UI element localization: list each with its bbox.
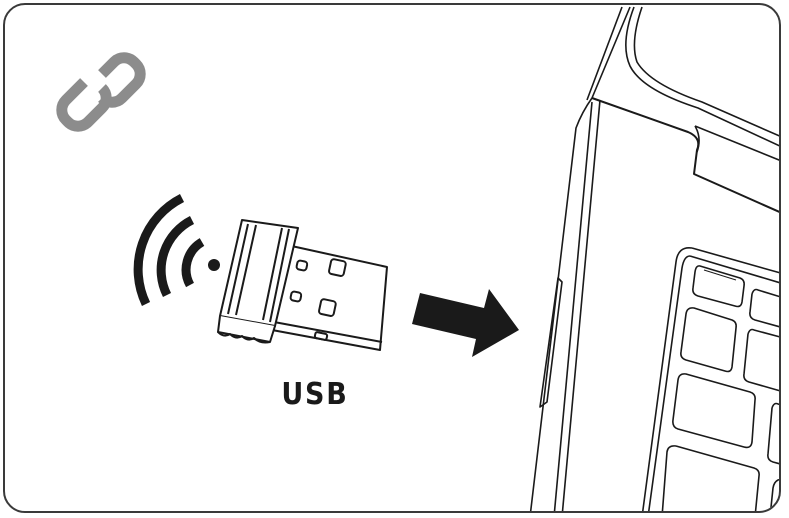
usb-label: USB [281, 377, 349, 412]
laptop [529, 6, 779, 511]
diagram-canvas [56, 6, 779, 511]
link-icon [56, 52, 146, 132]
usb-dongle [217, 219, 388, 351]
insert-arrow [412, 289, 519, 357]
diagram-frame: USB [3, 3, 781, 513]
wireless-signal-icon [133, 193, 220, 306]
